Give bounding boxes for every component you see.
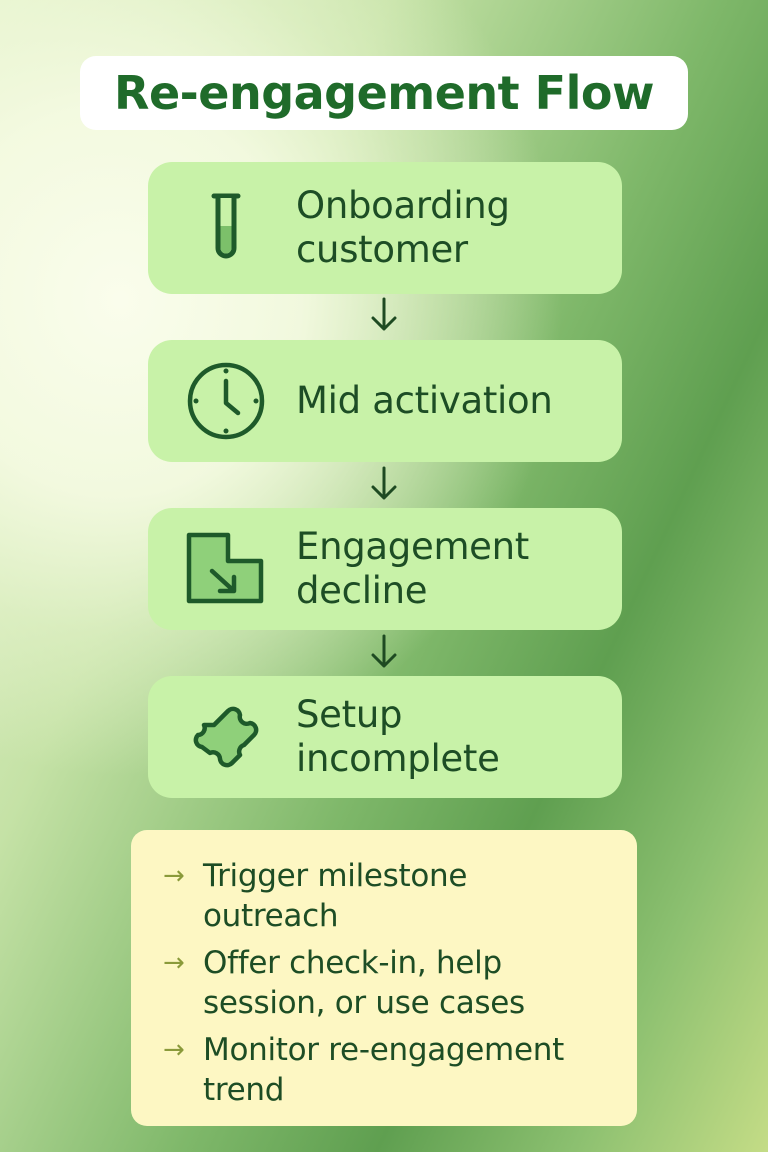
test-tube-icon bbox=[184, 186, 268, 270]
step-setup-incomplete: Setup incomplete bbox=[148, 676, 622, 798]
flow-arrow-down-icon bbox=[371, 466, 397, 500]
clock-icon bbox=[184, 359, 268, 443]
actions-panel: → Trigger milestone outreach → Offer che… bbox=[131, 830, 637, 1126]
step-label: Onboarding customer bbox=[296, 184, 510, 271]
puzzle-piece-icon bbox=[184, 695, 268, 779]
step-mid-activation: Mid activation bbox=[148, 340, 622, 462]
step-label: Setup incomplete bbox=[296, 693, 500, 780]
action-item: → Trigger milestone outreach bbox=[163, 858, 468, 934]
step-label: Engagement decline bbox=[296, 525, 530, 612]
flow-arrow-down-icon bbox=[371, 297, 397, 331]
step-onboarding-customer: Onboarding customer bbox=[148, 162, 622, 294]
arrow-right-icon: → bbox=[163, 1035, 185, 1065]
decline-arrow-icon bbox=[184, 527, 268, 611]
arrow-right-icon: → bbox=[163, 861, 185, 891]
title-box: Re-engagement Flow bbox=[80, 56, 688, 130]
flow-arrow-down-icon bbox=[371, 634, 397, 668]
diagram-title: Re-engagement Flow bbox=[114, 66, 654, 120]
action-item: → Monitor re-engagement trend bbox=[163, 1032, 564, 1108]
arrow-right-icon: → bbox=[163, 948, 185, 978]
step-label: Mid activation bbox=[296, 379, 553, 422]
step-engagement-decline: Engagement decline bbox=[148, 508, 622, 630]
action-item: → Offer check-in, help session, or use c… bbox=[163, 945, 525, 1021]
